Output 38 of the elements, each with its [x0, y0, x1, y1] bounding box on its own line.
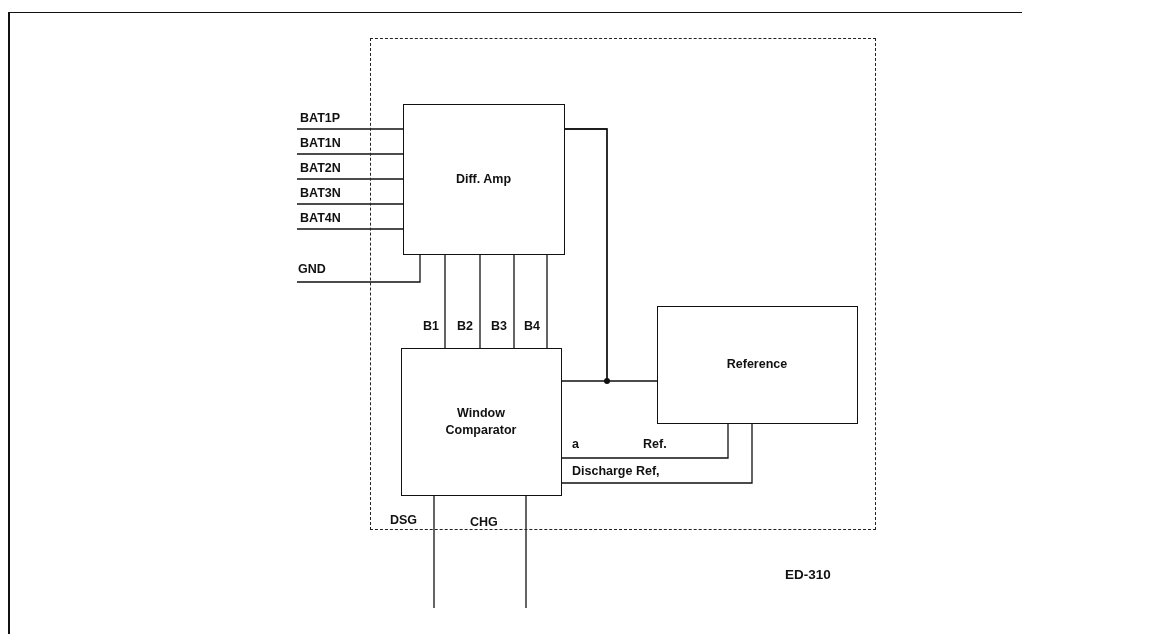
signal-label: B3: [491, 319, 507, 333]
dashed-boundary-box: [370, 38, 876, 530]
signal-label: B4: [524, 319, 540, 333]
signal-label: B1: [423, 319, 439, 333]
signal-line: [546, 254, 548, 349]
signal-label: DSG: [390, 513, 418, 527]
signal-line: [296, 203, 404, 205]
signal-label: Discharge Ref,: [572, 464, 660, 478]
signal-label: CHG: [470, 515, 498, 529]
signal-line: [561, 423, 729, 459]
signal-label: Ref.: [643, 437, 667, 451]
signal-label: a: [572, 437, 579, 451]
signal-line: [433, 495, 435, 609]
signal-line: [296, 128, 404, 130]
signal-label: BAT4N: [300, 211, 341, 225]
signal-line: [296, 254, 421, 283]
figure-code: ED-310: [785, 567, 831, 582]
signal-line: [561, 423, 753, 484]
signal-label: B2: [457, 319, 473, 333]
signal-label: BAT1P: [300, 111, 341, 125]
signal-label: BAT3N: [300, 186, 341, 200]
block-box: [400, 347, 562, 496]
signal-line: [564, 128, 658, 382]
signal-line: [513, 254, 515, 349]
signal-line: [479, 254, 481, 349]
signal-line: [296, 228, 404, 230]
signal-label: BAT2N: [300, 161, 341, 175]
signal-label: GND: [298, 262, 326, 276]
signal-line: [444, 254, 446, 349]
block-box: [402, 103, 565, 255]
signal-line: [296, 153, 404, 155]
block-box: [656, 305, 858, 424]
block-label: Reference: [726, 356, 788, 373]
signal-label: BAT1N: [300, 136, 341, 150]
signal-line: [296, 178, 404, 180]
block-label: Window Comparator: [444, 404, 518, 439]
block-label: Diff. Amp: [455, 170, 512, 188]
signal-line: [525, 495, 527, 609]
